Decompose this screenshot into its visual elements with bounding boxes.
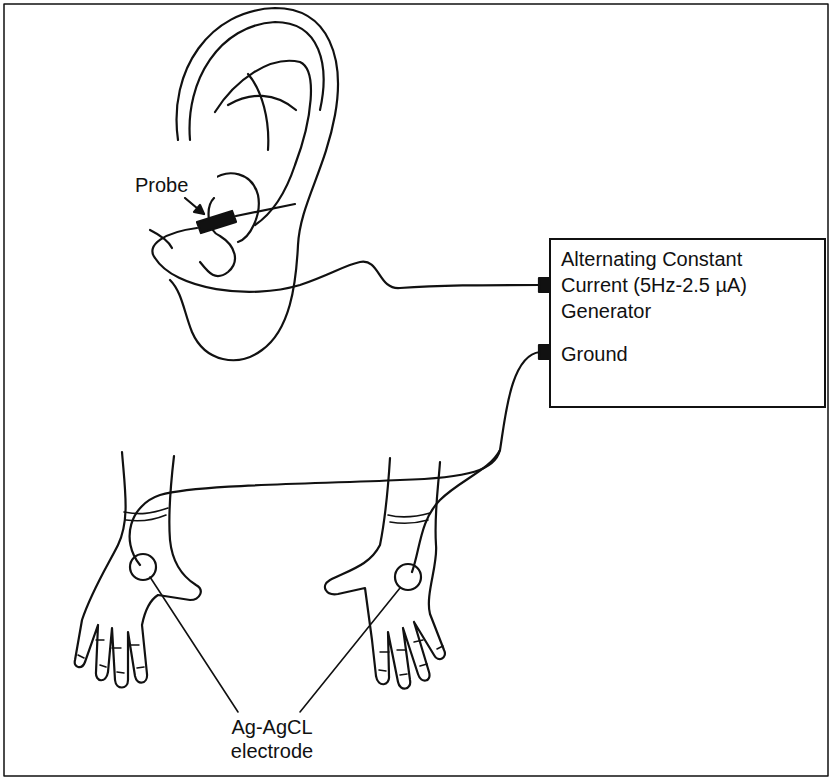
wrist-crease: [388, 513, 430, 523]
probe-wire: [236, 204, 295, 216]
antihelix: [215, 61, 311, 225]
wrist-crease: [124, 508, 168, 521]
tragus: [200, 198, 235, 276]
frame: [4, 4, 828, 776]
electrode: [130, 554, 156, 580]
left-hand: [75, 452, 201, 688]
device-name: Alternating Constant Current (5Hz-2.5 µA…: [561, 246, 814, 324]
knuckle-crease: [96, 640, 423, 652]
electrode: [395, 564, 421, 590]
right-hand: [325, 458, 445, 689]
fingernail: [78, 646, 443, 675]
leader-line: [185, 198, 204, 214]
generator-box: Alternating Constant Current (5Hz-2.5 µA…: [549, 238, 826, 408]
probe-wire: [152, 228, 540, 292]
leader-line: [300, 588, 400, 712]
electrode-label: Ag-AgCL electrode: [200, 715, 344, 763]
helix-inner: [190, 22, 324, 140]
ground-wire: [130, 352, 540, 565]
antihelix-crus: [248, 74, 268, 150]
probe-label: Probe: [133, 173, 217, 197]
leader-line: [150, 577, 238, 712]
terminal-label: Ground: [561, 341, 814, 367]
ground-wire: [412, 450, 500, 572]
arrowhead: [194, 205, 204, 214]
concha: [212, 173, 259, 242]
